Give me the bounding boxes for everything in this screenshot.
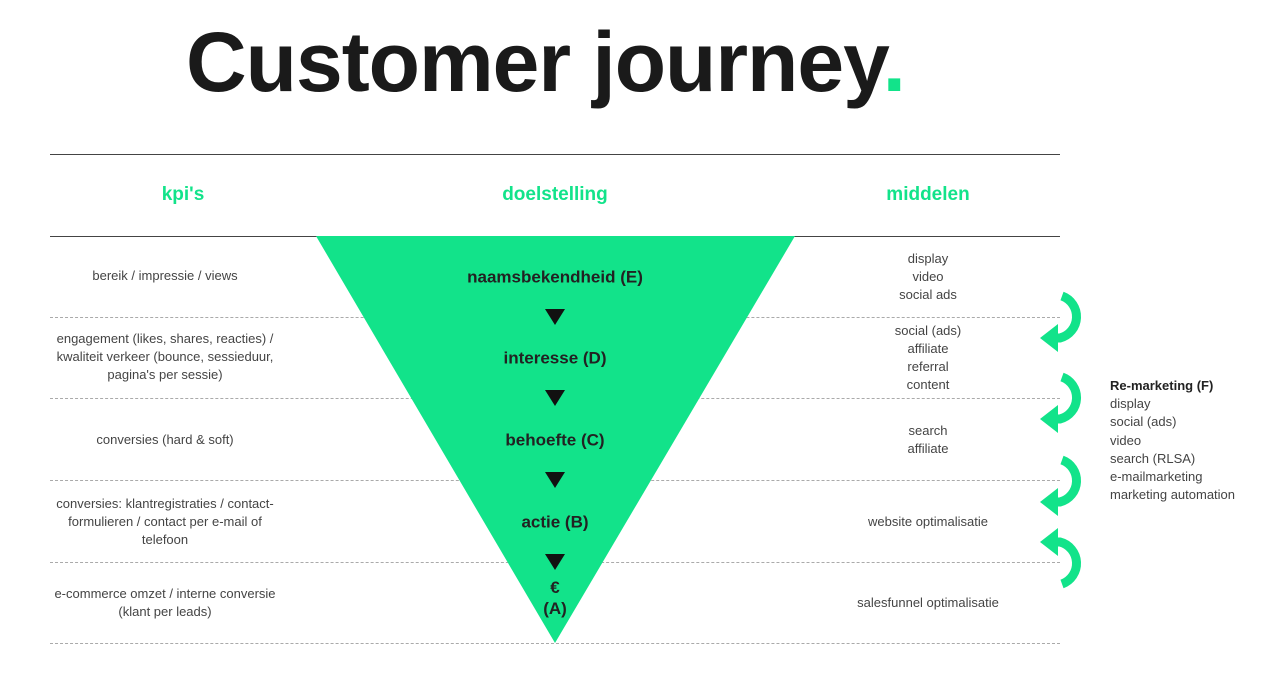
- means-cell: search affiliate: [810, 422, 1046, 458]
- down-arrow-icon: [545, 554, 565, 570]
- remarketing-item: search (RLSA): [1110, 450, 1196, 466]
- curved-arrow-icon: [1054, 455, 1082, 507]
- goal-label: actie (B): [521, 512, 589, 532]
- means-item: salesfunnel optimalisatie: [857, 595, 999, 610]
- means-item: video: [912, 269, 944, 284]
- down-arrow-icon: [545, 309, 565, 325]
- goal-label: behoefte (C): [505, 430, 605, 450]
- remarketing-item: video: [1110, 432, 1142, 448]
- header-kpis: kpi's: [161, 184, 205, 205]
- kpi-cell: bereik / impressie / views: [92, 268, 238, 283]
- header-means: middelen: [886, 184, 970, 205]
- remarketing-item: e-mailmarketing: [1110, 469, 1203, 485]
- means-item: search: [908, 423, 948, 438]
- row-divider: [50, 643, 1060, 644]
- means-item: affiliate: [907, 441, 949, 456]
- down-arrow-icon: [545, 472, 565, 488]
- down-arrow-icon: [545, 390, 565, 406]
- remarketing-heading: Re-marketing (F): [1110, 378, 1214, 393]
- funnel-triangle: [316, 236, 795, 643]
- top-divider: [50, 154, 1060, 155]
- means-cell: website optimalisatie: [810, 513, 1046, 531]
- curved-arrow-icon: [1054, 372, 1082, 424]
- page-title: Customer journey.: [186, 15, 906, 109]
- goal-label: interesse (D): [503, 348, 607, 368]
- means-item: referral: [907, 359, 949, 374]
- means-cell: display video social ads: [810, 250, 1046, 304]
- goal-label: € (A): [543, 578, 567, 618]
- remarketing-item: marketing automation: [1110, 487, 1236, 503]
- kpi-cell: conversies (hard & soft): [96, 432, 234, 447]
- means-item: website optimalisatie: [868, 514, 988, 529]
- means-item: social ads: [899, 287, 957, 302]
- curved-arrow-icon: [1054, 537, 1082, 589]
- means-item: affiliate: [907, 341, 949, 356]
- kpi-cell: conversies: klantregistraties / contact-…: [56, 496, 274, 547]
- means-item: content: [906, 377, 950, 392]
- means-item: social (ads): [894, 323, 962, 338]
- kpi-cell: e-commerce omzet / interne conversie (kl…: [54, 586, 276, 619]
- means-cell: salesfunnel optimalisatie: [810, 594, 1046, 612]
- header-goal: doelstelling: [502, 184, 608, 205]
- kpi-cell: engagement (likes, shares, reacties) / k…: [56, 331, 274, 382]
- remarketing-item: social (ads): [1110, 414, 1177, 430]
- means-item: display: [907, 251, 949, 266]
- remarketing-item: display: [1110, 396, 1151, 412]
- goal-label: naamsbekendheid (E): [467, 267, 643, 287]
- curved-arrow-icon: [1054, 291, 1082, 343]
- means-cell: social (ads) affiliate referral content: [810, 322, 1046, 394]
- remarketing-list: Re-marketing (F) display social (ads) vi…: [1110, 377, 1235, 504]
